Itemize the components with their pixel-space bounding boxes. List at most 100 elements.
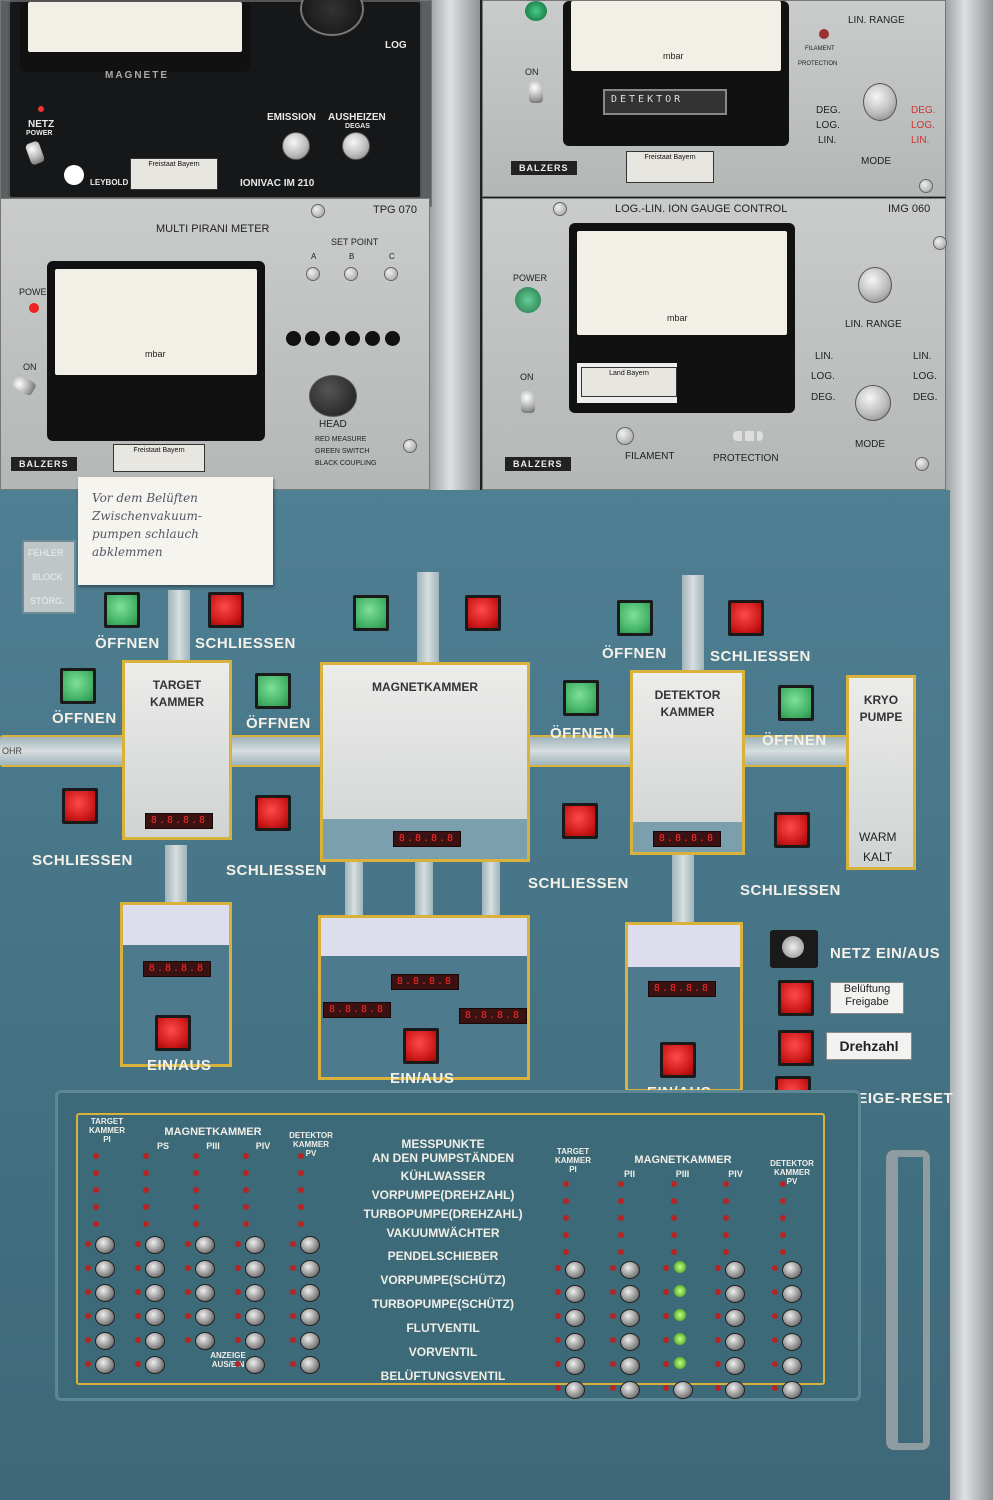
indicator-toggle-switch[interactable] bbox=[245, 1236, 265, 1254]
magnet-offnen-top-button[interactable] bbox=[353, 595, 389, 631]
indicator-toggle-switch[interactable] bbox=[145, 1332, 165, 1350]
channel-button-4[interactable] bbox=[345, 331, 360, 346]
magnet-detektor-schliessen-button[interactable] bbox=[562, 803, 598, 839]
indicator-toggle-switch[interactable] bbox=[245, 1284, 265, 1302]
indicator-toggle-switch[interactable] bbox=[195, 1308, 215, 1326]
indicator-toggle-switch[interactable] bbox=[245, 1308, 265, 1326]
mode-knob[interactable] bbox=[855, 385, 891, 421]
indicator-toggle-switch[interactable] bbox=[782, 1357, 802, 1375]
indicator-toggle-switch[interactable] bbox=[145, 1284, 165, 1302]
indicator-toggle-switch[interactable] bbox=[145, 1356, 165, 1374]
filament-button[interactable] bbox=[616, 427, 634, 445]
netz-key-switch[interactable] bbox=[770, 930, 818, 968]
channel-button-2[interactable] bbox=[305, 331, 320, 346]
set-point-a-trimmer[interactable] bbox=[306, 267, 320, 281]
vorkammer-schliessen-button[interactable] bbox=[62, 788, 98, 824]
indicator-toggle-switch[interactable] bbox=[620, 1357, 640, 1375]
set-point-c-trimmer[interactable] bbox=[384, 267, 398, 281]
indicator-toggle-switch[interactable] bbox=[565, 1309, 585, 1327]
log-range-knob[interactable] bbox=[300, 0, 364, 36]
indicator-toggle-switch[interactable] bbox=[300, 1260, 320, 1278]
indicator-toggle-switch[interactable] bbox=[782, 1309, 802, 1327]
target-offnen-top-button[interactable] bbox=[104, 592, 140, 628]
vorkammer-offnen-button[interactable] bbox=[60, 668, 96, 704]
indicator-toggle-switch[interactable] bbox=[782, 1381, 802, 1399]
indicator-toggle-switch[interactable] bbox=[245, 1332, 265, 1350]
pipe-target-top bbox=[168, 590, 190, 670]
head-selector-knob[interactable] bbox=[309, 375, 357, 417]
indicator-toggle-switch[interactable] bbox=[300, 1284, 320, 1302]
kryo-offnen-button[interactable] bbox=[778, 685, 814, 721]
target-magnet-schliessen-button[interactable] bbox=[255, 795, 291, 831]
indicator-toggle-switch[interactable] bbox=[782, 1285, 802, 1303]
indicator-toggle-switch[interactable] bbox=[145, 1260, 165, 1278]
indicator-toggle-switch[interactable] bbox=[620, 1261, 640, 1279]
status-led bbox=[663, 1337, 669, 1343]
indicator-toggle-switch[interactable] bbox=[195, 1332, 215, 1350]
indicator-toggle-switch[interactable] bbox=[195, 1236, 215, 1254]
channel-button-6[interactable] bbox=[385, 331, 400, 346]
indicator-toggle-switch[interactable] bbox=[725, 1357, 745, 1375]
indicator-toggle-switch[interactable] bbox=[620, 1309, 640, 1327]
indicator-toggle-switch[interactable] bbox=[673, 1381, 693, 1399]
indicator-toggle-switch[interactable] bbox=[620, 1285, 640, 1303]
indicator-toggle-switch[interactable] bbox=[145, 1236, 165, 1254]
indicator-toggle-switch[interactable] bbox=[95, 1284, 115, 1302]
indicator-toggle-switch[interactable] bbox=[245, 1356, 265, 1374]
on-switch[interactable] bbox=[529, 81, 543, 103]
target-schliessen-top-button[interactable] bbox=[208, 592, 244, 628]
netz-switch[interactable] bbox=[24, 140, 46, 166]
indicator-toggle-switch[interactable] bbox=[300, 1356, 320, 1374]
on-switch[interactable] bbox=[521, 391, 535, 413]
indicator-toggle-switch[interactable] bbox=[782, 1261, 802, 1279]
detektor-offnen-top-button[interactable] bbox=[617, 600, 653, 636]
magnet-detektor-offnen-button[interactable] bbox=[563, 680, 599, 716]
magnet-ein-aus-button[interactable] bbox=[403, 1028, 439, 1064]
indicator-toggle-switch[interactable] bbox=[95, 1332, 115, 1350]
indicator-toggle-switch[interactable] bbox=[565, 1285, 585, 1303]
indicator-toggle-switch[interactable] bbox=[565, 1333, 585, 1351]
kryo-schliessen-button[interactable] bbox=[774, 812, 810, 848]
indicator-toggle-switch[interactable] bbox=[95, 1308, 115, 1326]
channel-button-5[interactable] bbox=[365, 331, 380, 346]
emission-button[interactable] bbox=[282, 132, 310, 160]
indicator-toggle-switch[interactable] bbox=[145, 1308, 165, 1326]
set-point-b-trimmer[interactable] bbox=[344, 267, 358, 281]
indicator-toggle-switch[interactable] bbox=[195, 1284, 215, 1302]
indicator-toggle-switch[interactable] bbox=[725, 1285, 745, 1303]
indicator-toggle-switch[interactable] bbox=[300, 1308, 320, 1326]
indicator-toggle-switch[interactable] bbox=[565, 1261, 585, 1279]
detektor-schliessen-top-button[interactable] bbox=[728, 600, 764, 636]
indicator-toggle-switch[interactable] bbox=[95, 1356, 115, 1374]
drawer-handle[interactable] bbox=[886, 1150, 930, 1450]
indicator-toggle-switch[interactable] bbox=[725, 1261, 745, 1279]
magnet-schliessen-top-button[interactable] bbox=[465, 595, 501, 631]
indicator-toggle-switch[interactable] bbox=[245, 1260, 265, 1278]
on-switch[interactable] bbox=[10, 373, 38, 397]
detektor-ein-aus-button[interactable] bbox=[660, 1042, 696, 1078]
drehzahl-button[interactable] bbox=[778, 1030, 814, 1066]
indicator-toggle-switch[interactable] bbox=[300, 1236, 320, 1254]
indicator-toggle-switch[interactable] bbox=[620, 1333, 640, 1351]
magnet-pump-display-right: 8.8.8.8 bbox=[459, 1008, 527, 1024]
indicator-toggle-switch[interactable] bbox=[95, 1260, 115, 1278]
mode-knob[interactable] bbox=[863, 83, 897, 121]
beluftung-freigabe-button[interactable] bbox=[778, 980, 814, 1016]
indicator-toggle-switch[interactable] bbox=[725, 1309, 745, 1327]
ausheizen-button[interactable] bbox=[342, 132, 370, 160]
indicator-toggle-switch[interactable] bbox=[620, 1381, 640, 1399]
channel-button-3[interactable] bbox=[325, 331, 340, 346]
indicator-toggle-switch[interactable] bbox=[782, 1333, 802, 1351]
indicator-toggle-switch[interactable] bbox=[725, 1381, 745, 1399]
indicator-toggle-switch[interactable] bbox=[95, 1236, 115, 1254]
channel-button-1[interactable] bbox=[286, 331, 301, 346]
indicator-toggle-switch[interactable] bbox=[565, 1381, 585, 1399]
status-led bbox=[555, 1385, 561, 1391]
lin-range-knob[interactable] bbox=[858, 267, 892, 303]
indicator-toggle-switch[interactable] bbox=[300, 1332, 320, 1350]
indicator-toggle-switch[interactable] bbox=[195, 1260, 215, 1278]
target-magnet-offnen-button[interactable] bbox=[255, 673, 291, 709]
indicator-toggle-switch[interactable] bbox=[725, 1333, 745, 1351]
indicator-toggle-switch[interactable] bbox=[565, 1357, 585, 1375]
target-ein-aus-button[interactable] bbox=[155, 1015, 191, 1051]
